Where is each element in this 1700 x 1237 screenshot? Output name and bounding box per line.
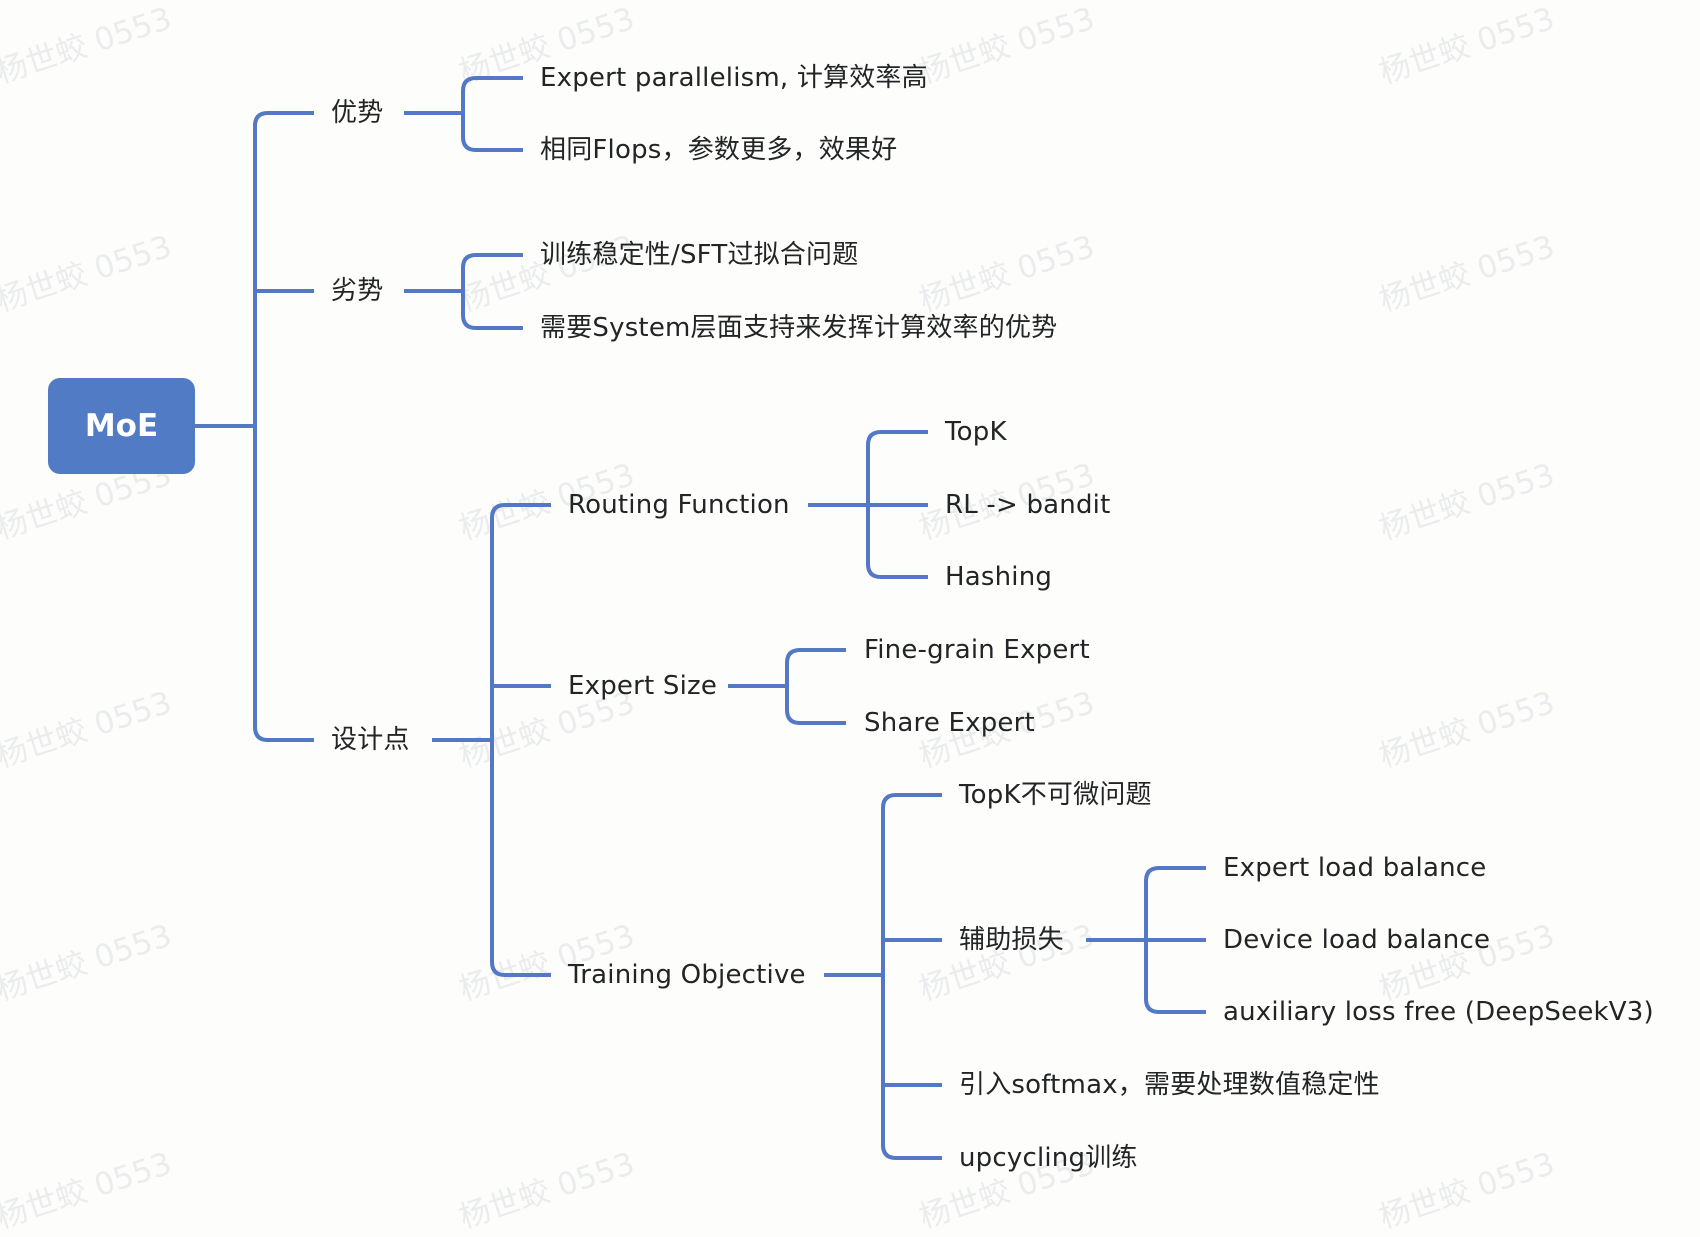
disadvantages-connector-branch (461, 291, 523, 330)
leaf-expert-parallelism[interactable]: Expert parallelism, 计算效率高 (540, 63, 928, 93)
node-expert-size[interactable]: Expert Size (568, 671, 718, 701)
expert-size-connector-branch (785, 686, 846, 725)
node-training-objective[interactable]: Training Objective (568, 960, 806, 990)
root-node-moe[interactable]: MoE (48, 378, 195, 474)
advantages-connector-branch (461, 76, 523, 113)
routing-connector-branch (866, 505, 928, 579)
design-connector-branch (490, 740, 551, 977)
leaf-system-support[interactable]: 需要System层面支持来发挥计算效率的优势 (540, 313, 1058, 343)
expert-size-connector-branch (785, 648, 846, 686)
node-design-points[interactable]: 设计点 (331, 725, 410, 755)
root-connector-branch (253, 426, 314, 742)
leaf-fine-grain-expert[interactable]: Fine-grain Expert (864, 635, 1090, 665)
leaf-topk[interactable]: TopK (945, 417, 1007, 447)
node-disadvantages[interactable]: 劣势 (331, 276, 384, 306)
leaf-share-expert[interactable]: Share Expert (864, 708, 1035, 738)
design-connector-branch (490, 503, 551, 740)
leaf-hashing[interactable]: Hashing (945, 562, 1053, 592)
node-routing-function[interactable]: Routing Function (568, 490, 790, 520)
training-connector-branch (881, 975, 942, 1160)
routing-connector-branch (866, 430, 928, 505)
advantages-connector-branch (461, 113, 523, 152)
leaf-same-flops[interactable]: 相同Flops，参数更多，效果好 (540, 135, 898, 165)
leaf-upcycling[interactable]: upcycling训练 (959, 1143, 1138, 1173)
leaf-expert-load-balance[interactable]: Expert load balance (1223, 853, 1487, 883)
leaf-auxiliary-loss-free[interactable]: auxiliary loss free (DeepSeekV3) (1223, 997, 1654, 1027)
root-connector-branch (253, 111, 314, 426)
disadvantages-connector-branch (461, 253, 523, 291)
leaf-rl-bandit[interactable]: RL -> bandit (945, 490, 1111, 520)
node-advantages[interactable]: 优势 (331, 98, 384, 128)
leaf-training-stability[interactable]: 训练稳定性/SFT过拟合问题 (540, 240, 859, 270)
leaf-device-load-balance[interactable]: Device load balance (1223, 925, 1491, 955)
training-connector-branch (881, 793, 942, 975)
node-auxiliary-loss[interactable]: 辅助损失 (959, 925, 1064, 955)
aux-loss-connector-branch (1144, 940, 1206, 1014)
aux-loss-connector-branch (1144, 866, 1206, 940)
leaf-softmax-stability[interactable]: 引入softmax，需要处理数值稳定性 (959, 1070, 1380, 1100)
leaf-topk-non-differentiable[interactable]: TopK不可微问题 (959, 780, 1152, 810)
